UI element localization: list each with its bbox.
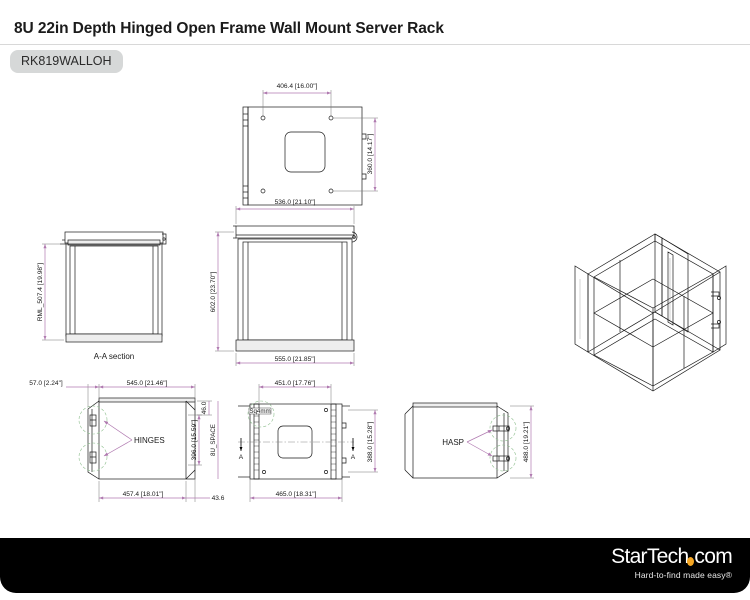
hinges-callout: HINGES xyxy=(134,436,165,445)
dim-rml: RML_507.4 [19.98"] xyxy=(37,263,44,322)
page-header: 8U 22in Depth Hinged Open Frame Wall Mou… xyxy=(0,0,750,74)
dim-hinge-8u: 8U_SPACE xyxy=(210,424,217,456)
dim-front-height: 602.0 [23.70"] xyxy=(210,271,217,312)
svg-text:A: A xyxy=(239,454,244,461)
dim-hinge-bottom-width: 457.4 [18.01"] xyxy=(123,491,164,498)
hasp-plan-view: HASP 488.0 [19.21"] xyxy=(404,402,534,479)
header-divider xyxy=(0,44,750,45)
hinge-plan-view: HINGES 57.0 [2.24"] 545.0 [21.46"] 46.0 … xyxy=(29,380,225,502)
dim-hinge-46: 46.0 xyxy=(201,401,208,414)
logo-star: Star xyxy=(611,545,647,568)
page-title: 8U 22in Depth Hinged Open Frame Wall Mou… xyxy=(14,20,444,37)
dim-top-width: 406.4 [16.00"] xyxy=(277,83,318,90)
dim-rear-top-width: 451.0 [17.76"] xyxy=(275,380,316,387)
dim-rear-height: 388.0 [15.28"] xyxy=(367,421,374,462)
isometric-view xyxy=(574,233,727,392)
dim-hinge-top-width: 545.0 [21.46"] xyxy=(127,380,168,387)
technical-drawing-canvas: .ln{fill:none;stroke:#1a1a1a;stroke-widt… xyxy=(0,74,750,526)
logo-tech: Tech xyxy=(646,545,689,568)
section-aa-label: A-A section xyxy=(94,352,134,361)
rear-hole-callout: Sq4mm xyxy=(249,408,270,415)
logo-dot-icon xyxy=(687,557,695,566)
dim-rear-bottom-width: 465.0 [18.31"] xyxy=(276,491,317,498)
sku-badge: RK819WALLOH xyxy=(10,50,123,73)
front-elevation-view: 536.0 [21.10"] 602.0 [23.70"] 555.0 [21.… xyxy=(210,199,358,366)
dim-hinge-height: 396.0 [15.59"] xyxy=(191,419,198,460)
section-mark-left: A xyxy=(239,438,244,461)
section-mark-right: A xyxy=(351,438,356,461)
dim-top-height: 360.0 [14.17"] xyxy=(367,133,374,174)
dim-front-top-width: 536.0 [21.10"] xyxy=(275,199,316,206)
dim-hinge-436: 43.6 xyxy=(212,495,225,502)
top-plate-view: 406.4 [16.00"] 360.0 [14.17"] xyxy=(242,83,378,206)
hasp-callout: HASP xyxy=(442,438,464,447)
dim-hasp-height: 488.0 [19.21"] xyxy=(523,421,530,462)
dim-front-bottom-width: 555.0 [21.85"] xyxy=(275,356,316,363)
logo-com: com xyxy=(694,545,732,568)
svg-text:A: A xyxy=(351,454,356,461)
section-aa-view: RML_507.4 [19.98"] A-A section xyxy=(37,231,167,361)
dim-hinge-offset: 57.0 [2.24"] xyxy=(29,380,63,387)
rear-plan-view: Sq4mm A A 451.0 [17.76"] 388.0 [15.28"] xyxy=(238,380,378,502)
startech-tagline: Hard-to-find made easy® xyxy=(634,570,732,580)
